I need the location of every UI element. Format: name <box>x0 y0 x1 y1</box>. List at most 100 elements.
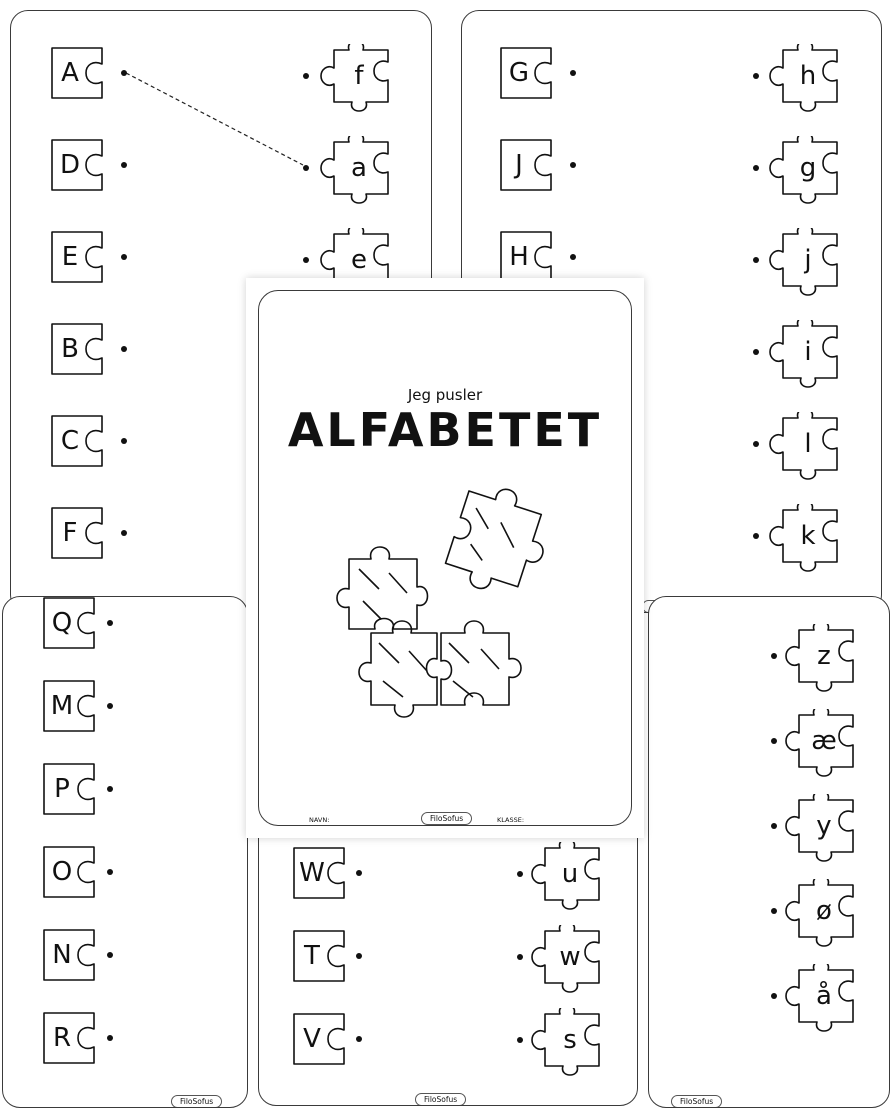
brand-badge: FiloSofus <box>171 1095 223 1107</box>
uppercase-letter-piece[interactable]: G <box>500 47 552 99</box>
connector-dot[interactable] <box>771 993 777 999</box>
lowercase-letter-piece[interactable]: ø <box>785 879 859 953</box>
lowercase-letter-piece[interactable]: l <box>769 412 843 486</box>
lowercase-letter-piece[interactable]: j <box>769 228 843 302</box>
connector-dot[interactable] <box>753 165 759 171</box>
connector-dot[interactable] <box>107 620 113 626</box>
lowercase-letter-piece[interactable]: i <box>769 320 843 394</box>
connector-dot[interactable] <box>771 738 777 744</box>
connector-dot[interactable] <box>121 162 127 168</box>
connector-dot[interactable] <box>570 70 576 76</box>
uppercase-letter-piece[interactable]: D <box>51 139 103 191</box>
uppercase-letter-piece[interactable]: A <box>51 47 103 99</box>
connector-dot[interactable] <box>771 823 777 829</box>
connector-dot[interactable] <box>771 653 777 659</box>
lowercase-letter-piece[interactable]: k <box>769 504 843 578</box>
connector-dot[interactable] <box>121 254 127 260</box>
name-label: NAVN: <box>309 816 330 824</box>
lowercase-letter-piece[interactable]: s <box>531 1008 605 1082</box>
connector-dot[interactable] <box>771 908 777 914</box>
connector-dot[interactable] <box>570 162 576 168</box>
connector-dot[interactable] <box>356 953 362 959</box>
uppercase-letter: E <box>61 242 79 272</box>
uppercase-letter-piece[interactable]: O <box>43 846 95 898</box>
connector-dot[interactable] <box>356 870 362 876</box>
lowercase-letter: ø <box>816 896 832 926</box>
uppercase-letter-piece[interactable]: F <box>51 507 103 559</box>
connector-dot[interactable] <box>517 1037 523 1043</box>
uppercase-letter-piece[interactable]: V <box>293 1013 345 1065</box>
uppercase-letter-piece[interactable]: P <box>43 763 95 815</box>
lowercase-letter-piece[interactable]: u <box>531 842 605 916</box>
uppercase-letter: G <box>508 58 530 88</box>
brand-badge: FiloSofus <box>671 1095 723 1107</box>
uppercase-letter-piece[interactable]: W <box>293 847 345 899</box>
connector-dot[interactable] <box>107 952 113 958</box>
lowercase-letter: z <box>817 641 831 671</box>
connector-dot[interactable] <box>753 73 759 79</box>
connector-dot[interactable] <box>303 165 309 171</box>
uppercase-letter-piece[interactable]: T <box>293 930 345 982</box>
uppercase-letter: W <box>299 858 325 888</box>
connector-dot[interactable] <box>107 703 113 709</box>
cover-title: ALFABETET <box>287 403 603 457</box>
connector-dot[interactable] <box>303 73 309 79</box>
connector-dot[interactable] <box>303 257 309 263</box>
uppercase-letter-piece[interactable]: N <box>43 929 95 981</box>
uppercase-letter: A <box>61 58 79 88</box>
connector-dot[interactable] <box>107 869 113 875</box>
lowercase-letter-piece[interactable]: h <box>769 44 843 118</box>
lowercase-letter-piece[interactable]: æ <box>785 709 859 783</box>
lowercase-letter: a <box>351 153 367 183</box>
connector-dot[interactable] <box>753 533 759 539</box>
uppercase-letter: D <box>59 150 81 180</box>
lowercase-letter-piece[interactable]: g <box>769 136 843 210</box>
connector-dot[interactable] <box>121 530 127 536</box>
connector-dot[interactable] <box>570 254 576 260</box>
brand-badge: FiloSofus <box>415 1093 467 1105</box>
connector-dot[interactable] <box>753 349 759 355</box>
lowercase-letter: w <box>559 942 581 972</box>
uppercase-letter-piece[interactable]: E <box>51 231 103 283</box>
connector-dot[interactable] <box>517 954 523 960</box>
lowercase-letter: e <box>351 245 367 275</box>
lowercase-letter: y <box>816 811 832 841</box>
lowercase-letter: h <box>799 61 817 91</box>
uppercase-letter-piece[interactable]: J <box>500 139 552 191</box>
connector-dot[interactable] <box>107 786 113 792</box>
connector-dot[interactable] <box>121 70 127 76</box>
lowercase-letter-piece[interactable]: å <box>785 964 859 1038</box>
uppercase-letter-piece[interactable]: R <box>43 1012 95 1064</box>
connector-dot[interactable] <box>753 257 759 263</box>
uppercase-letter-piece[interactable]: M <box>43 680 95 732</box>
connector-dot[interactable] <box>121 438 127 444</box>
connector-dot[interactable] <box>107 1035 113 1041</box>
lowercase-letter: g <box>799 153 817 183</box>
lowercase-letter-piece[interactable]: a <box>320 136 394 210</box>
uppercase-letter: P <box>54 774 70 804</box>
uppercase-letter-piece[interactable]: B <box>51 323 103 375</box>
lowercase-letter: l <box>804 429 812 459</box>
uppercase-letter: H <box>509 242 529 272</box>
uppercase-letter-piece[interactable]: H <box>500 231 552 283</box>
connector-dot[interactable] <box>517 871 523 877</box>
connector-dot[interactable] <box>121 346 127 352</box>
uppercase-letter: Q <box>51 608 73 638</box>
lowercase-letter-piece[interactable]: y <box>785 794 859 868</box>
uppercase-letter-piece[interactable]: C <box>51 415 103 467</box>
class-label: KLASSE: <box>497 816 525 824</box>
brand-badge: FiloSofus <box>421 812 473 825</box>
uppercase-letter: R <box>52 1023 72 1053</box>
lowercase-letter: s <box>563 1025 577 1055</box>
puzzle-pieces-illustration <box>336 488 544 718</box>
lowercase-letter-piece[interactable]: z <box>785 624 859 698</box>
lowercase-letter-piece[interactable]: f <box>320 44 394 118</box>
lowercase-letter: æ <box>811 726 837 756</box>
connector-dot[interactable] <box>753 441 759 447</box>
connector-dot[interactable] <box>356 1036 362 1042</box>
lowercase-letter-piece[interactable]: w <box>531 925 605 999</box>
lowercase-letter: i <box>804 337 812 367</box>
uppercase-letter-piece[interactable]: Q <box>43 597 95 649</box>
